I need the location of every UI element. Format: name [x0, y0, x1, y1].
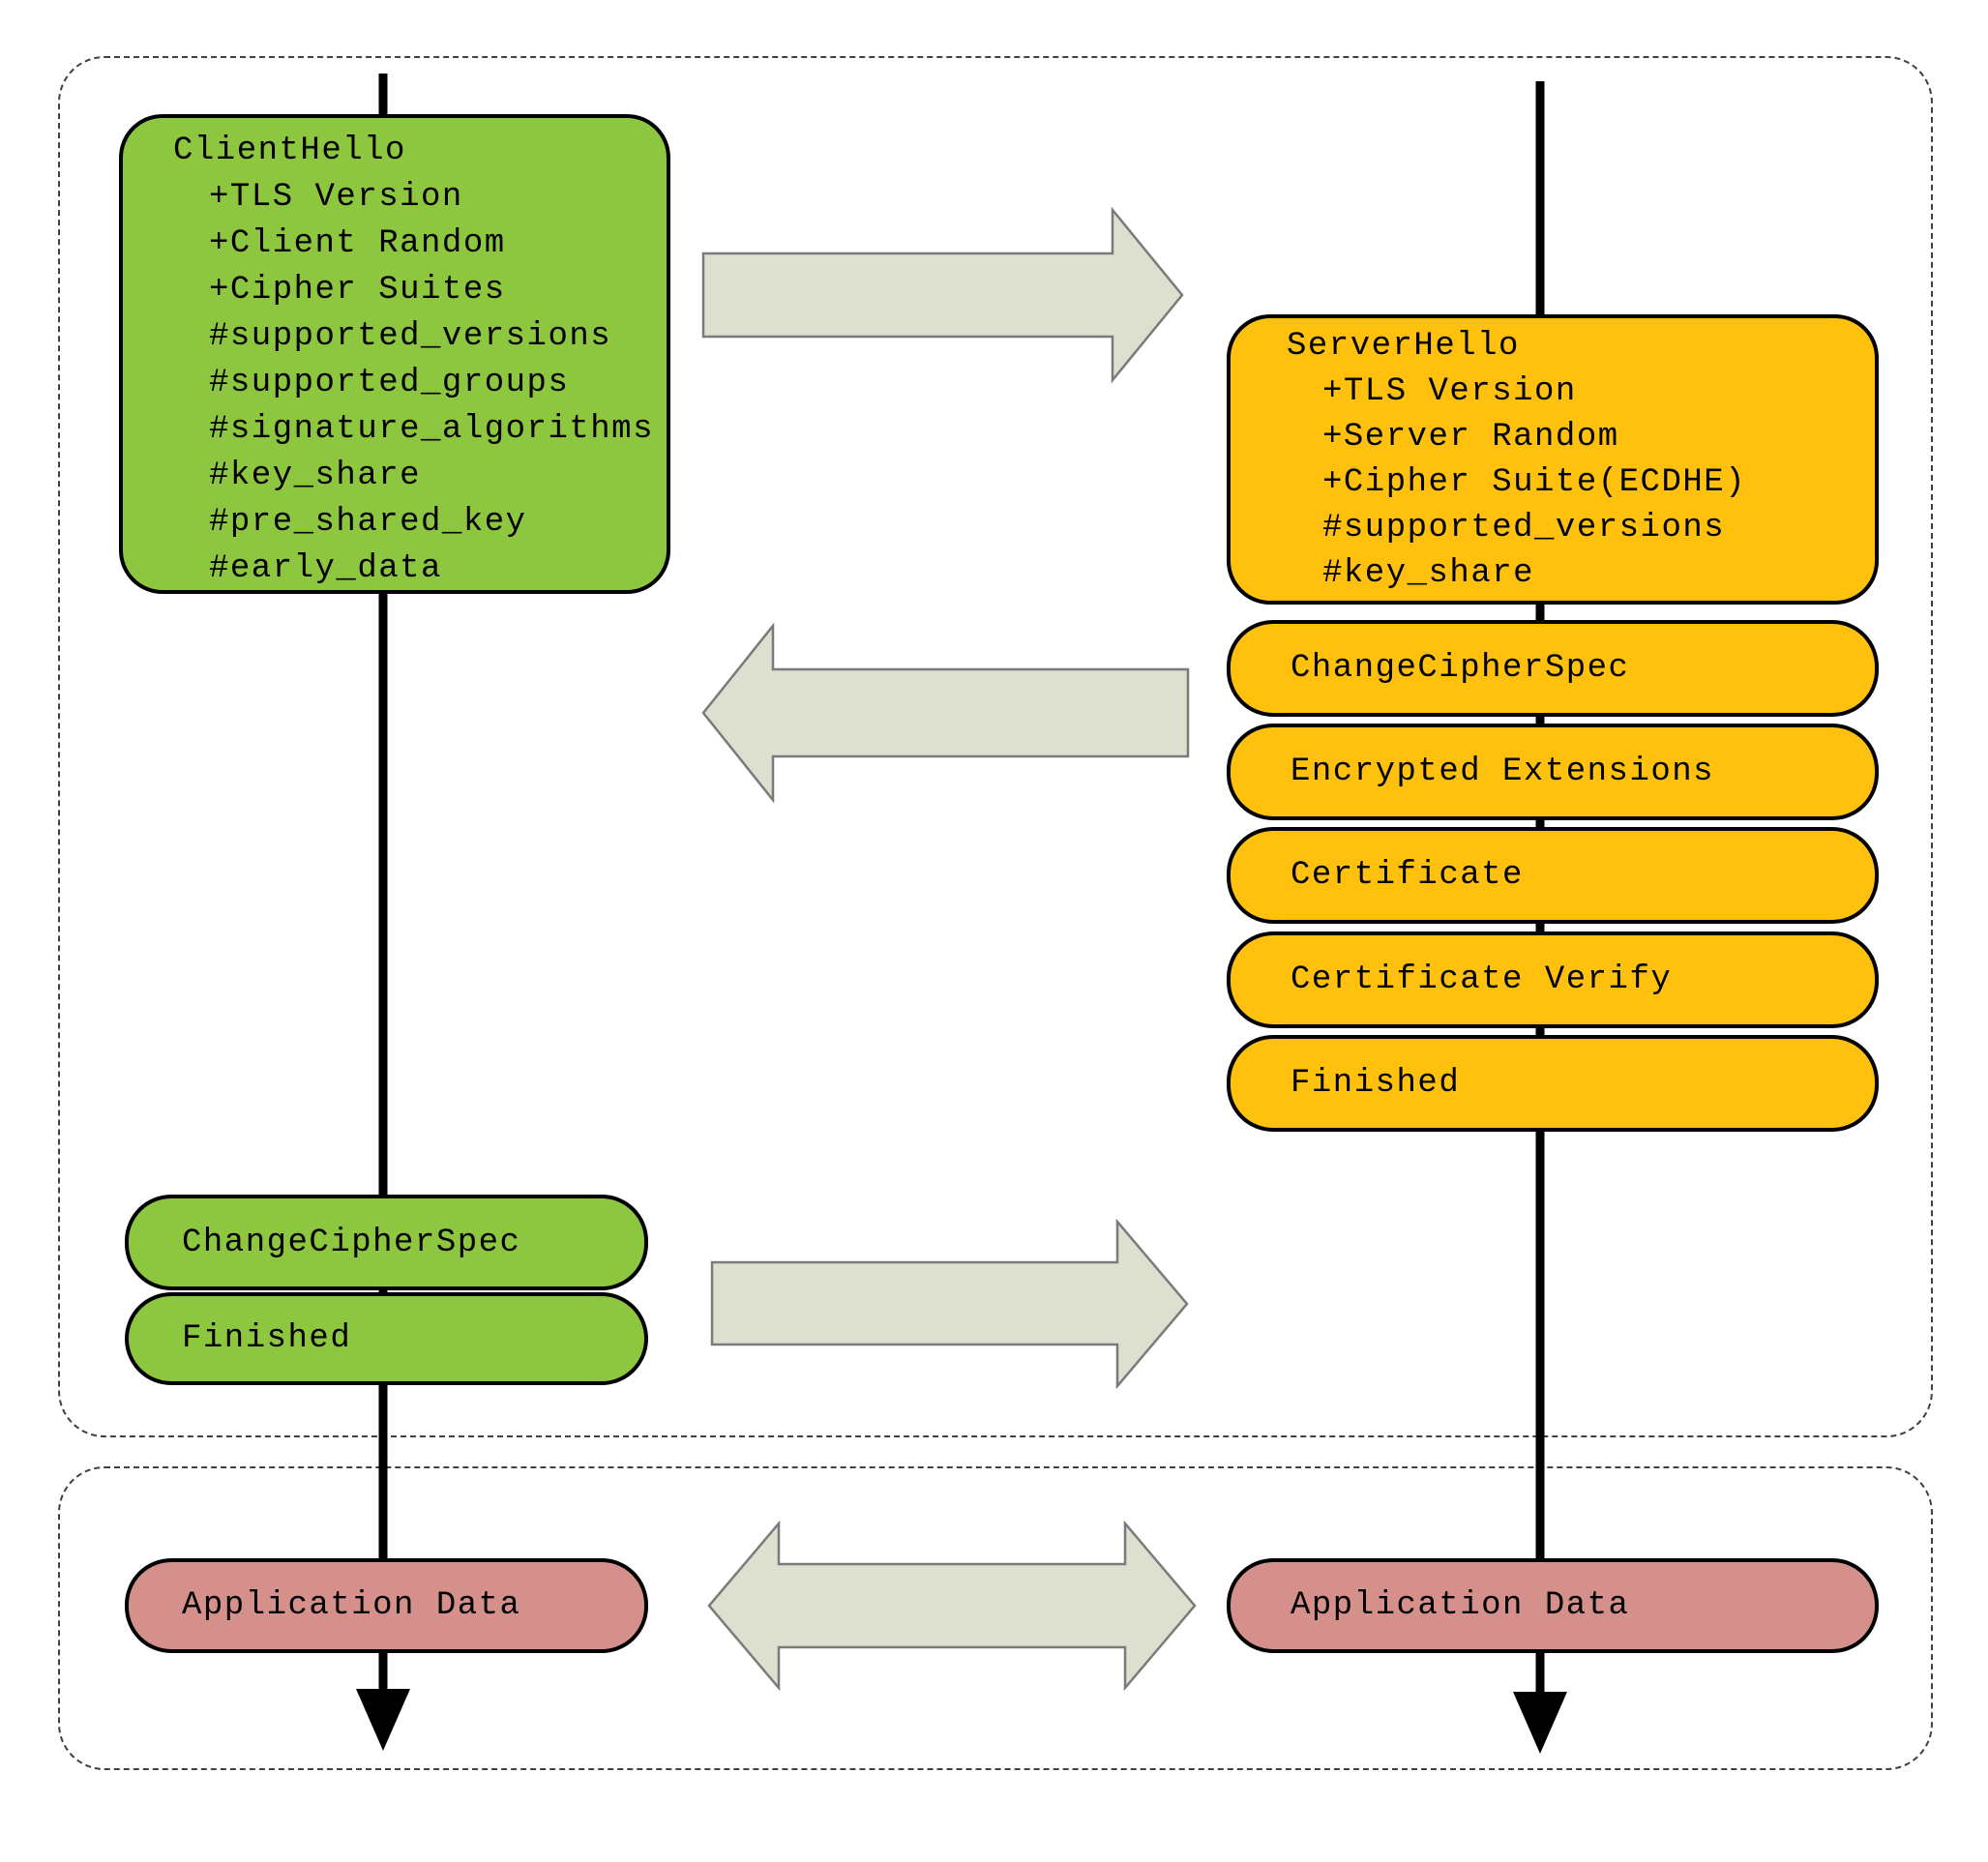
server-hello-detail: #supported_versions: [1322, 510, 1726, 547]
client-hello-detail: #signature_algorithms: [209, 411, 654, 448]
server-changecipherspec-pill: ChangeCipherSpec: [1227, 620, 1879, 717]
client-lifeline-arrowhead-icon: [356, 1689, 410, 1751]
client-hello-detail: #supported_versions: [209, 318, 612, 355]
server-hello-title: ServerHello: [1287, 328, 1520, 365]
client-finished-label: Finished: [182, 1320, 352, 1357]
client-hello-detail: #supported_groups: [209, 365, 570, 401]
server-finished-pill: Finished: [1227, 1035, 1879, 1132]
server-encrypted-extensions-pill: Encrypted Extensions: [1227, 724, 1879, 820]
server-certificate-verify-label: Certificate Verify: [1291, 961, 1673, 998]
client-hello-title: ClientHello: [173, 133, 406, 169]
client-application-data-pill: Application Data: [125, 1558, 648, 1653]
appdata-bidirectional-arrow-icon: [707, 1520, 1197, 1692]
server-finished-label: Finished: [1291, 1065, 1461, 1102]
client-finished-to-server-arrow-icon: [710, 1218, 1189, 1390]
server-certificate-label: Certificate: [1291, 857, 1524, 894]
client-hello-detail: +TLS Version: [209, 179, 463, 216]
server-application-data-label: Application Data: [1291, 1587, 1630, 1624]
server-application-data-pill: Application Data: [1227, 1558, 1879, 1653]
client-hello-box: ClientHello +TLS Version +Client Random …: [119, 114, 670, 594]
server-certificate-verify-pill: Certificate Verify: [1227, 931, 1879, 1028]
client-to-server-arrow-icon: [701, 206, 1184, 384]
client-application-data-label: Application Data: [182, 1587, 521, 1624]
server-hello-detail: +TLS Version: [1322, 373, 1577, 410]
handshake-phase-container: [58, 56, 1933, 1437]
client-hello-detail: +Cipher Suites: [209, 272, 506, 309]
client-finished-pill: Finished: [125, 1292, 648, 1385]
client-changecipherspec-label: ChangeCipherSpec: [182, 1224, 521, 1261]
application-data-phase-container: [58, 1466, 1933, 1770]
client-hello-detail: +Client Random: [209, 225, 506, 262]
server-hello-detail: +Server Random: [1322, 419, 1619, 456]
client-hello-detail: #key_share: [209, 458, 422, 494]
server-lifeline-arrowhead-icon: [1513, 1692, 1567, 1754]
client-changecipherspec-pill: ChangeCipherSpec: [125, 1195, 648, 1290]
server-hello-detail: +Cipher Suite(ECDHE): [1322, 464, 1747, 501]
client-hello-detail: #early_data: [209, 550, 442, 587]
server-encrypted-extensions-label: Encrypted Extensions: [1291, 754, 1715, 790]
server-to-client-arrow-icon: [701, 622, 1190, 804]
server-hello-detail: #key_share: [1322, 555, 1535, 592]
client-hello-detail: #pre_shared_key: [209, 504, 527, 541]
server-hello-box: ServerHello +TLS Version +Server Random …: [1227, 314, 1879, 605]
server-certificate-pill: Certificate: [1227, 827, 1879, 924]
server-changecipherspec-label: ChangeCipherSpec: [1291, 650, 1630, 687]
